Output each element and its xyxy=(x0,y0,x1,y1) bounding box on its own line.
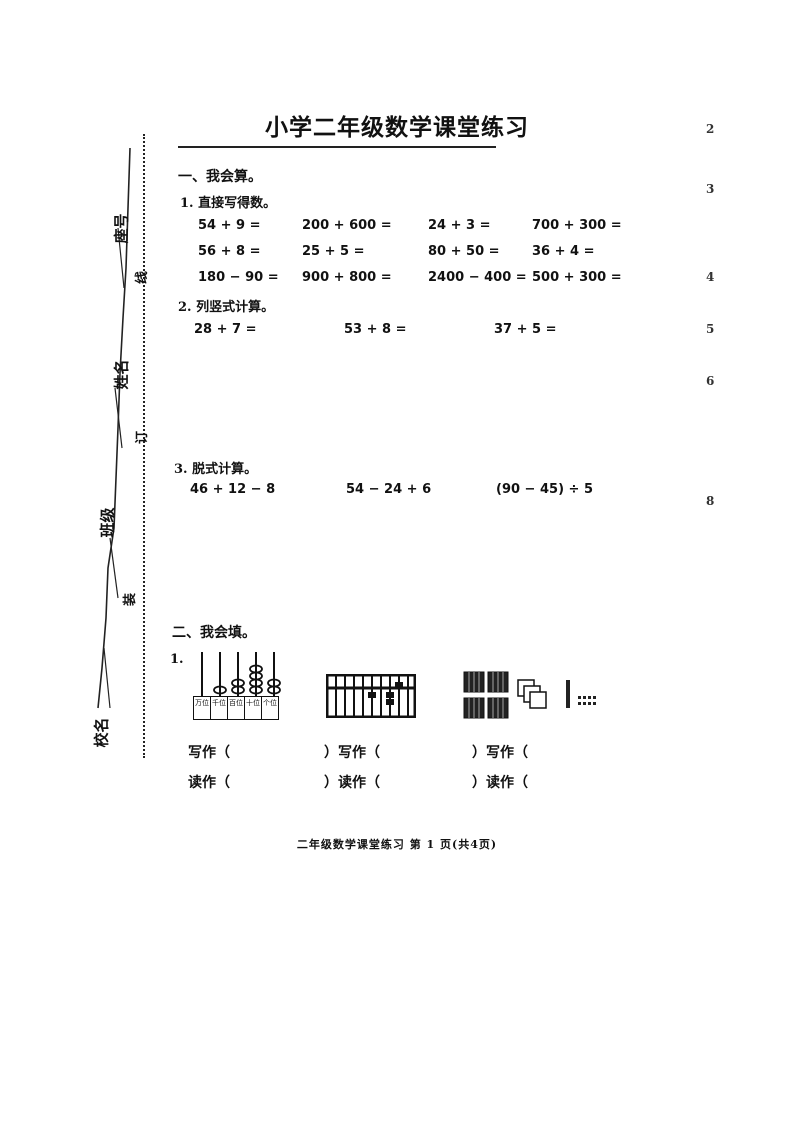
write-as-label: 写作（ xyxy=(188,745,230,761)
read-as-blank-1[interactable]: 读作（ xyxy=(188,772,230,792)
stepwise-calc-item: 46 + 12 − 8 xyxy=(190,482,276,497)
student-name-label: 姓名 xyxy=(112,359,131,390)
close-paren: ） xyxy=(324,745,338,761)
edge-number: 5 xyxy=(706,322,715,336)
calc-item: 700 + 300 = xyxy=(532,218,622,233)
edge-number: 8 xyxy=(706,494,715,508)
base-ten-blocks-figure xyxy=(463,671,596,719)
calc-item: 80 + 50 = xyxy=(428,244,500,259)
read-as-label: 读作（ xyxy=(188,775,230,791)
place-value-label: 百位 xyxy=(228,697,245,719)
close-paren: ） xyxy=(472,775,486,791)
write-as-blank-1[interactable]: 写作（ xyxy=(188,742,230,762)
calc-item: 25 + 5 = xyxy=(302,244,365,259)
s2-q1-label: 1. xyxy=(170,652,184,667)
q3-label: 3. 脱式计算。 xyxy=(174,462,258,477)
q1-label: 1. 直接写得数。 xyxy=(180,196,277,211)
calc-item: 24 + 3 = xyxy=(428,218,491,233)
place-value-label: 十位 xyxy=(245,697,262,719)
place-value-label: 个位 xyxy=(263,699,277,707)
read-as-label: 读作（ xyxy=(486,775,528,791)
calc-item: 500 + 300 = xyxy=(532,270,622,285)
binding-char-zhuang: 装 xyxy=(123,592,139,607)
place-value-label: 万位 xyxy=(194,697,211,719)
write-as-label: 写作（ xyxy=(338,745,380,761)
edge-number: 4 xyxy=(706,270,715,284)
counting-frame-rods xyxy=(201,652,281,696)
binding-dotted-line xyxy=(143,134,145,758)
write-as-label: 写作（ xyxy=(486,745,528,761)
edge-number: 3 xyxy=(706,182,715,196)
write-as-blank-3[interactable]: ）写作（ xyxy=(472,742,528,762)
section-2-heading: 二、我会填。 xyxy=(172,625,256,641)
calc-item: 200 + 600 = xyxy=(302,218,392,233)
read-as-label: 读作（ xyxy=(338,775,380,791)
calc-item: 180 − 90 = xyxy=(198,270,279,285)
binding-char-xian: 线 xyxy=(135,270,151,285)
calc-item: 56 + 8 = xyxy=(198,244,261,259)
close-paren: ） xyxy=(472,745,486,761)
calc-item: 900 + 800 = xyxy=(302,270,392,285)
title-underline xyxy=(178,146,496,148)
calc-item: 36 + 4 = xyxy=(532,244,595,259)
page-footer: 二年级数学课堂练习 第 1 页(共4页) xyxy=(296,838,498,851)
stepwise-calc-item: 54 − 24 + 6 xyxy=(346,482,432,497)
seat-number-label: 座号 xyxy=(112,213,131,244)
read-as-blank-3[interactable]: ）读作（ xyxy=(472,772,528,792)
class-label: 班级 xyxy=(98,507,117,538)
vertical-calc-item: 53 + 8 = xyxy=(344,322,407,337)
calc-item: 2400 − 400 = xyxy=(428,270,527,285)
calc-item: 54 + 9 = xyxy=(198,218,261,233)
section-1-heading: 一、我会算。 xyxy=(178,169,262,185)
edge-number: 2 xyxy=(706,122,715,136)
edge-number: 6 xyxy=(706,374,715,388)
read-as-blank-2[interactable]: ）读作（ xyxy=(324,772,380,792)
close-paren: ） xyxy=(324,775,338,791)
binding-margin-lines xyxy=(97,148,131,709)
q2-label: 2. 列竖式计算。 xyxy=(178,300,275,315)
page-title: 小学二年级数学课堂练习 xyxy=(265,114,529,141)
binding-char-ding: 订 xyxy=(135,430,151,445)
abacus-figure xyxy=(326,674,416,718)
vertical-calc-item: 28 + 7 = xyxy=(194,322,257,337)
school-name-label: 校名 xyxy=(92,717,111,748)
place-value-label: 千位 xyxy=(211,697,228,719)
stepwise-calc-item: (90 − 45) ÷ 5 xyxy=(496,482,593,497)
counting-frame-figure: 万位 千位 百位 十位 个位 xyxy=(192,652,284,720)
vertical-calc-item: 37 + 5 = xyxy=(494,322,557,337)
write-as-blank-2[interactable]: ）写作（ xyxy=(324,742,380,762)
